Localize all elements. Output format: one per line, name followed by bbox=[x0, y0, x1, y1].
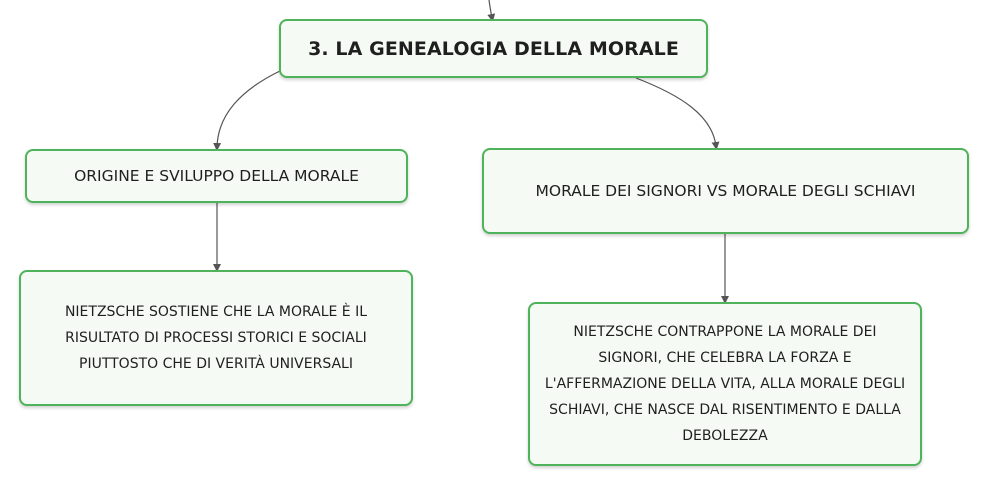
branch-node-title: MORALE DEI SIGNORI VS MORALE DEGLI SCHIA… bbox=[535, 182, 916, 200]
root-node[interactable]: 3. LA GENEALOGIA DELLA MORALE bbox=[279, 19, 708, 78]
root-node-title: 3. LA GENEALOGIA DELLA MORALE bbox=[308, 37, 679, 60]
branch-node-origine[interactable]: ORIGINE E SVILUPPO DELLA MORALE bbox=[25, 149, 408, 203]
leaf-node-text: NIETZSCHE SOSTIENE CHE LA MORALE È IL RI… bbox=[64, 304, 368, 372]
leaf-node-text: NIETZSCHE CONTRAPPONE LA MORALE DEI SIGN… bbox=[544, 324, 906, 444]
connector-root-to-left-branch bbox=[213, 69, 283, 151]
connector-root-to-right-branch bbox=[635, 77, 720, 150]
leaf-node-signori-schiavi-detail[interactable]: NIETZSCHE CONTRAPPONE LA MORALE DEI SIGN… bbox=[528, 302, 922, 466]
branch-node-signori-schiavi[interactable]: MORALE DEI SIGNORI VS MORALE DEGLI SCHIA… bbox=[482, 148, 969, 234]
connector-incoming-root bbox=[487, 0, 496, 22]
leaf-node-origine-detail[interactable]: NIETZSCHE SOSTIENE CHE LA MORALE È IL RI… bbox=[19, 270, 413, 406]
branch-node-title: ORIGINE E SVILUPPO DELLA MORALE bbox=[74, 167, 359, 185]
